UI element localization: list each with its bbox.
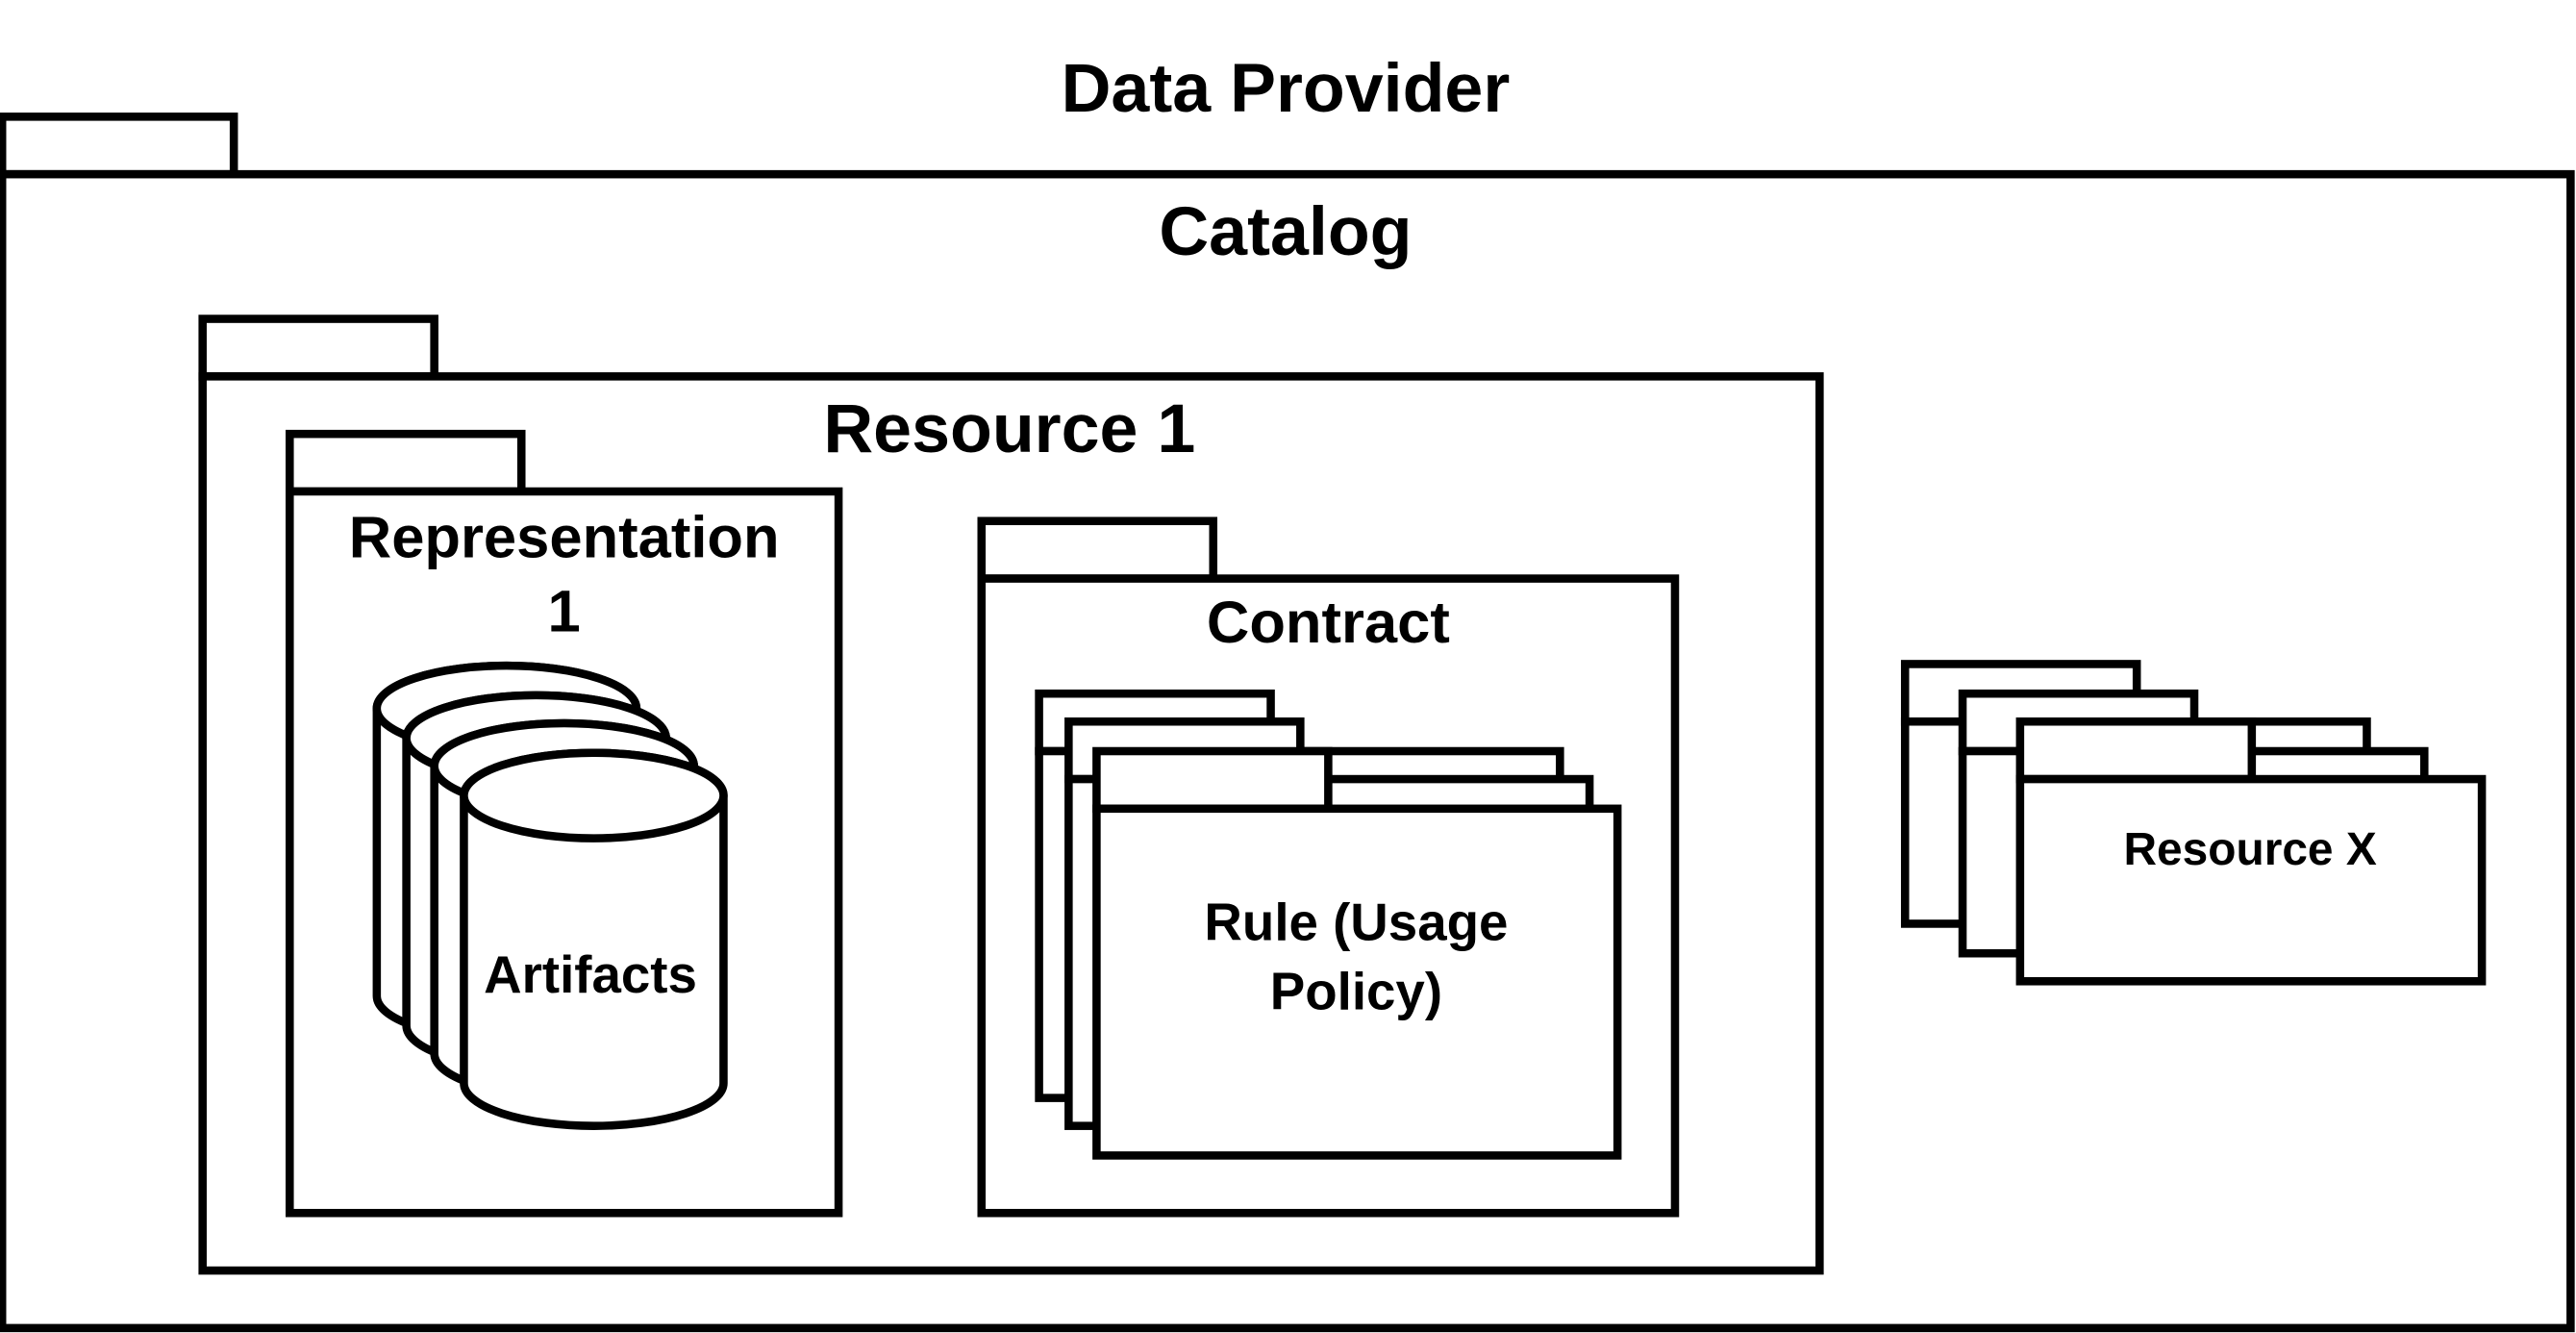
artifact-cylinder-front[interactable]: Artifacts: [460, 748, 728, 1130]
catalog-package-tab: [0, 113, 238, 179]
rule-package[interactable]: Rule (Usage Policy): [1092, 746, 1622, 1160]
representation-1-label-line1: Representation: [349, 504, 780, 570]
representation-1-label-line2: 1: [548, 578, 581, 644]
contract-package-tab: [977, 516, 1218, 583]
resource-1-package-tab: [198, 314, 438, 381]
artifacts-label: Artifacts: [484, 944, 697, 1004]
diagram-title: Data Provider: [1062, 50, 1511, 127]
contract-package[interactable]: Contract Rule (Usage Policy): [977, 516, 1680, 1218]
catalog-label: Catalog: [1159, 193, 1412, 270]
contract-label: Contract: [1207, 590, 1450, 656]
representation-1-package-tab: [286, 429, 526, 496]
resource-1-label: Resource 1: [823, 390, 1195, 467]
representation-1-package[interactable]: Representation 1 Artifacts: [286, 429, 843, 1218]
rule-label-line2: Policy): [1270, 961, 1442, 1020]
resource-x-label: Resource X: [2123, 824, 2376, 875]
resource-x-package[interactable]: Resource X: [2015, 717, 2487, 986]
rule-label-line1: Rule (Usage: [1204, 893, 1508, 952]
